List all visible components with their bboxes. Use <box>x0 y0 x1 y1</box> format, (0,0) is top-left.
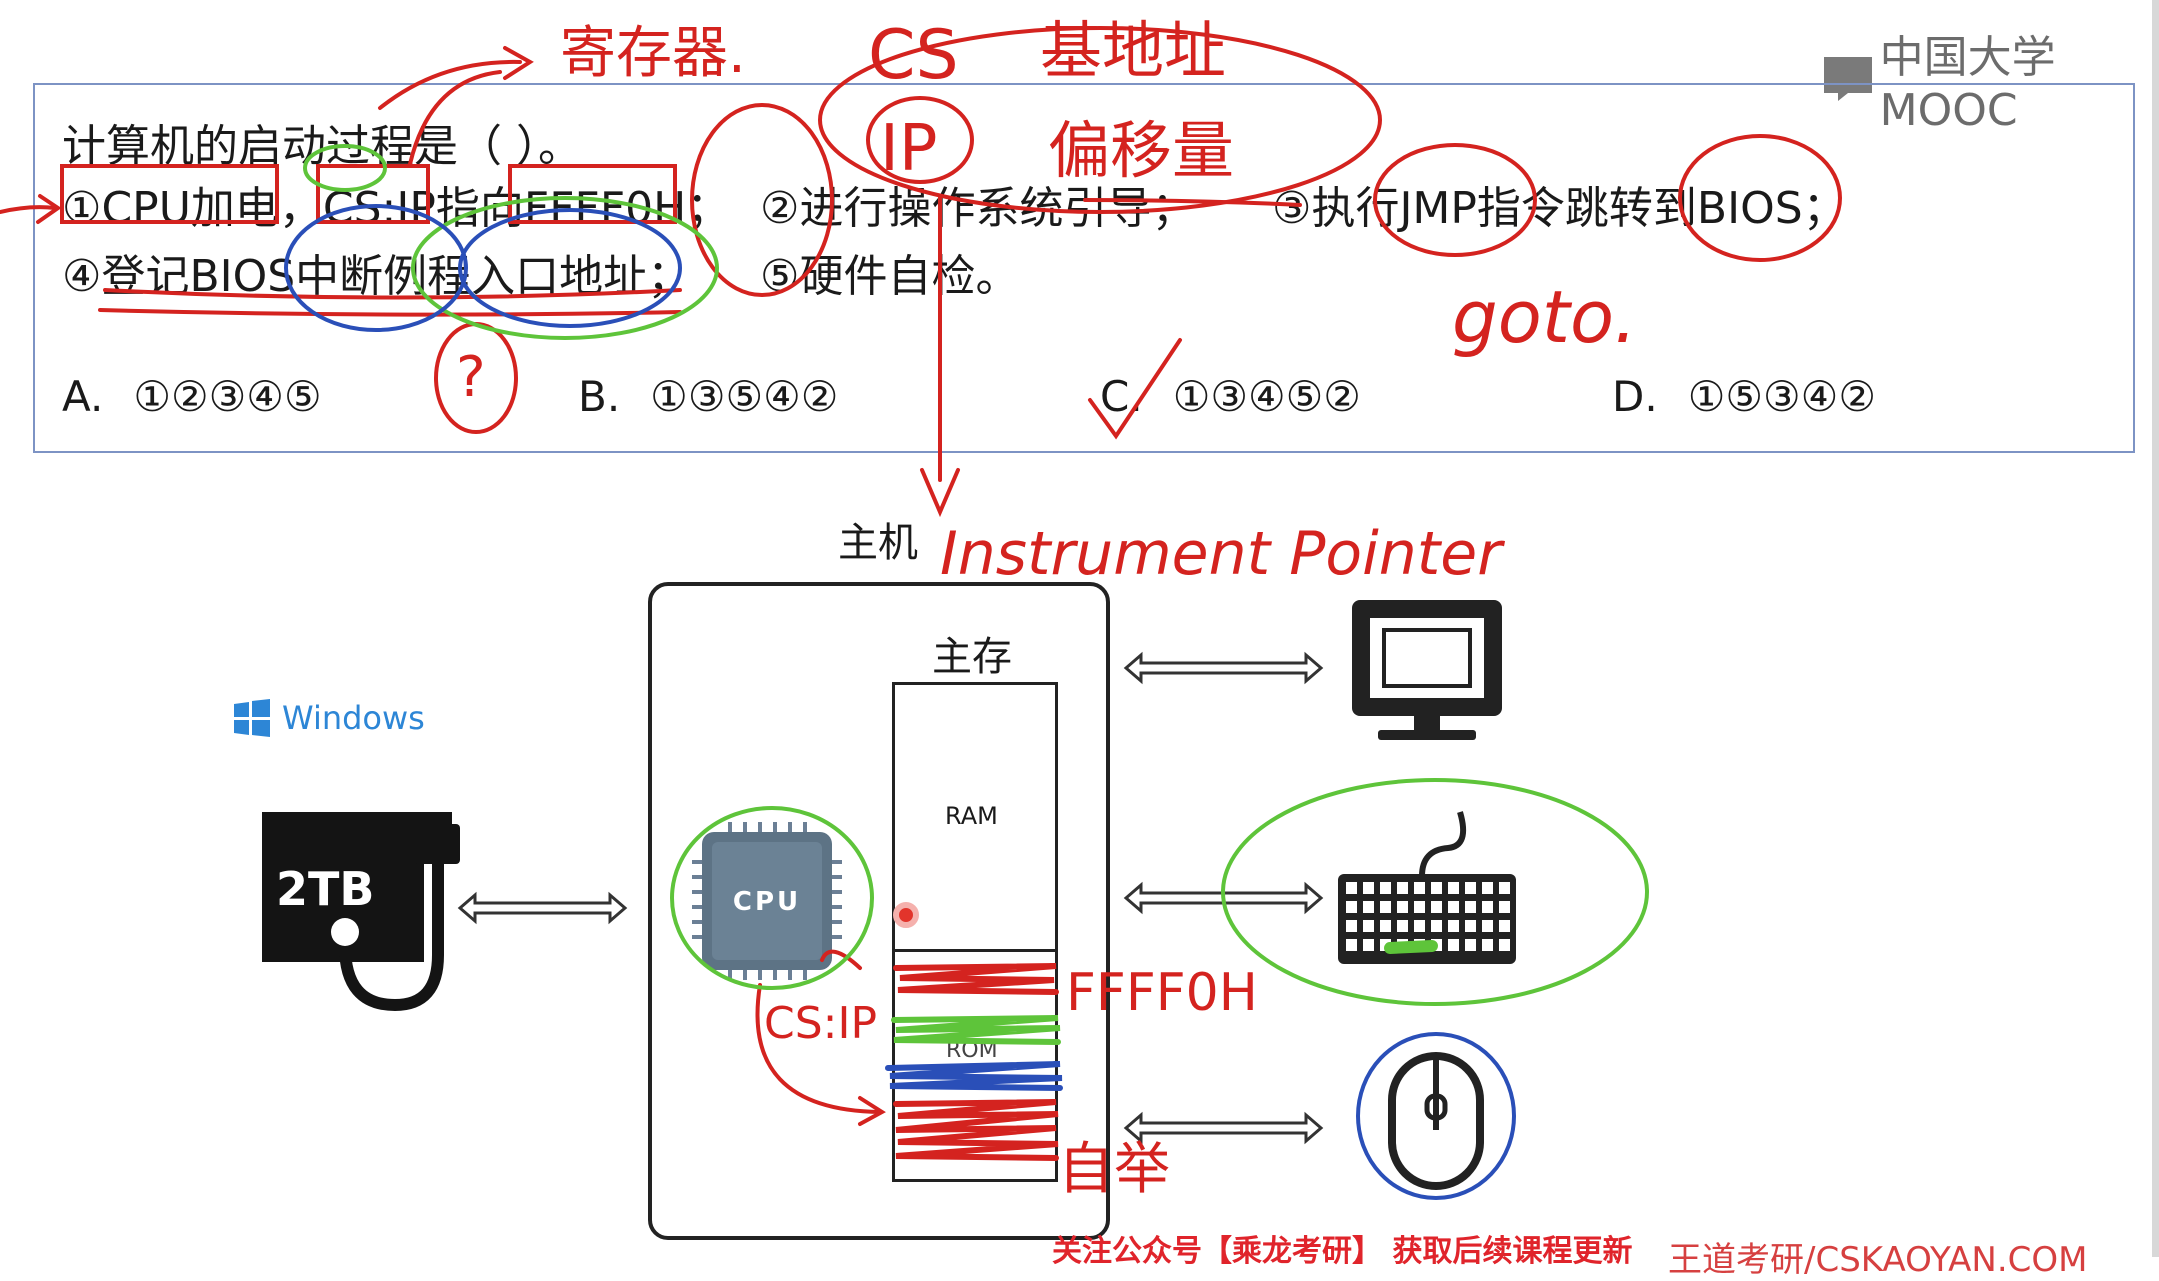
keyboard-key <box>1380 939 1391 951</box>
keyboard-key <box>1363 901 1374 913</box>
keyboard-key <box>1465 939 1476 951</box>
option-d[interactable]: D. ①⑤③④② <box>1612 372 1876 421</box>
annotation-base-address: 基地址 <box>1040 14 1226 87</box>
memory-label: 主存 <box>932 634 1012 680</box>
keyboard-key <box>1363 920 1374 932</box>
mouse-icon <box>1388 1052 1484 1190</box>
keyboard-key <box>1380 920 1391 932</box>
option-value: ①⑤③④② <box>1687 372 1876 421</box>
keyboard-key <box>1397 920 1408 932</box>
keyboard-key <box>1448 882 1459 894</box>
keyboard-key <box>1397 939 1408 951</box>
keyboard-key <box>1431 920 1442 932</box>
keyboard-key <box>1465 901 1476 913</box>
rom-box <box>892 950 1058 1182</box>
windows-logo: Windows <box>232 698 425 738</box>
keyboard-key <box>1499 882 1510 894</box>
option-value: ①③④⑤② <box>1172 372 1361 421</box>
disk-label: 2TB <box>276 862 375 916</box>
rom-label: ROM <box>946 1038 998 1063</box>
option-letter: C. <box>1100 372 1143 421</box>
question-step-1: ①CPU加电，CS:IP指向FFFF0H； <box>62 183 731 234</box>
question-step-4: ④登记BIOS中断例程入口地址； <box>62 251 692 302</box>
host-label: 主机 <box>838 520 918 566</box>
annotation-register: 寄存器. <box>560 21 746 86</box>
keyboard-key <box>1414 920 1425 932</box>
annotation-instrument-pointer: Instrument Pointer <box>940 519 1505 589</box>
mooc-logo-text: 中国大学MOOC <box>1879 31 2056 136</box>
keyboard-key <box>1448 901 1459 913</box>
keyboard-key <box>1482 882 1493 894</box>
keyboard-key <box>1380 901 1391 913</box>
keyboard-key <box>1363 882 1374 894</box>
keyboard-key <box>1431 901 1442 913</box>
option-b[interactable]: B. ①③⑤④② <box>578 372 838 421</box>
keyboard-key <box>1448 939 1459 951</box>
keyboard-key <box>1397 882 1408 894</box>
question-step-3: ③执行JMP指令跳转到BIOS； <box>1272 183 1847 234</box>
option-letter: D. <box>1612 372 1658 421</box>
keyboard-key <box>1482 920 1493 932</box>
keyboard-key <box>1397 901 1408 913</box>
keyboard-key <box>1346 882 1357 894</box>
host-box <box>648 582 1110 1240</box>
keyboard-key <box>1346 939 1357 951</box>
keyboard-key <box>1346 901 1357 913</box>
question-title: 计算机的启动过程是（ ）。 <box>62 121 582 172</box>
keyboard-icon <box>1338 811 1516 964</box>
keyboard-key <box>1431 882 1442 894</box>
keyboard-key <box>1499 939 1510 951</box>
keyboard-key <box>1431 939 1442 951</box>
keyboard-key <box>1380 882 1391 894</box>
keyboard-key <box>1465 920 1476 932</box>
option-letter: B. <box>578 372 621 421</box>
ram-box <box>892 682 1058 952</box>
windows-label: Windows <box>282 699 425 737</box>
keyboard-key <box>1499 920 1510 932</box>
mooc-logo: 中国大学MOOC <box>1820 32 2159 136</box>
option-a[interactable]: A. ①②③④⑤ <box>62 372 322 421</box>
keyboard-key <box>1448 920 1459 932</box>
option-c[interactable]: C. ①③④⑤② <box>1100 372 1361 421</box>
keyboard-key <box>1363 939 1374 951</box>
mooc-logo-icon <box>1824 57 1872 101</box>
keyboard-key <box>1414 901 1425 913</box>
footer-promo: 关注公众号【乘龙考研】 获取后续课程更新 <box>1052 1234 1633 1269</box>
keyboard-key <box>1482 901 1493 913</box>
option-value: ①③⑤④② <box>650 372 839 421</box>
keyboard-key <box>1414 882 1425 894</box>
option-letter: A. <box>62 372 104 421</box>
ram-label: RAM <box>945 802 998 830</box>
question-step-2: ②进行操作系统引导； <box>760 183 1196 234</box>
question-step-5: ⑤硬件自检。 <box>760 251 1020 302</box>
keyboard-key <box>1465 882 1476 894</box>
keyboard-key <box>1499 901 1510 913</box>
keyboard-key <box>1482 939 1493 951</box>
keyboard-key <box>1346 920 1357 932</box>
scrollbar[interactable] <box>2152 0 2159 1257</box>
monitor-icon <box>1352 600 1502 740</box>
windows-icon <box>234 699 270 737</box>
option-value: ①②③④⑤ <box>133 372 322 421</box>
keyboard-key <box>1414 939 1425 951</box>
